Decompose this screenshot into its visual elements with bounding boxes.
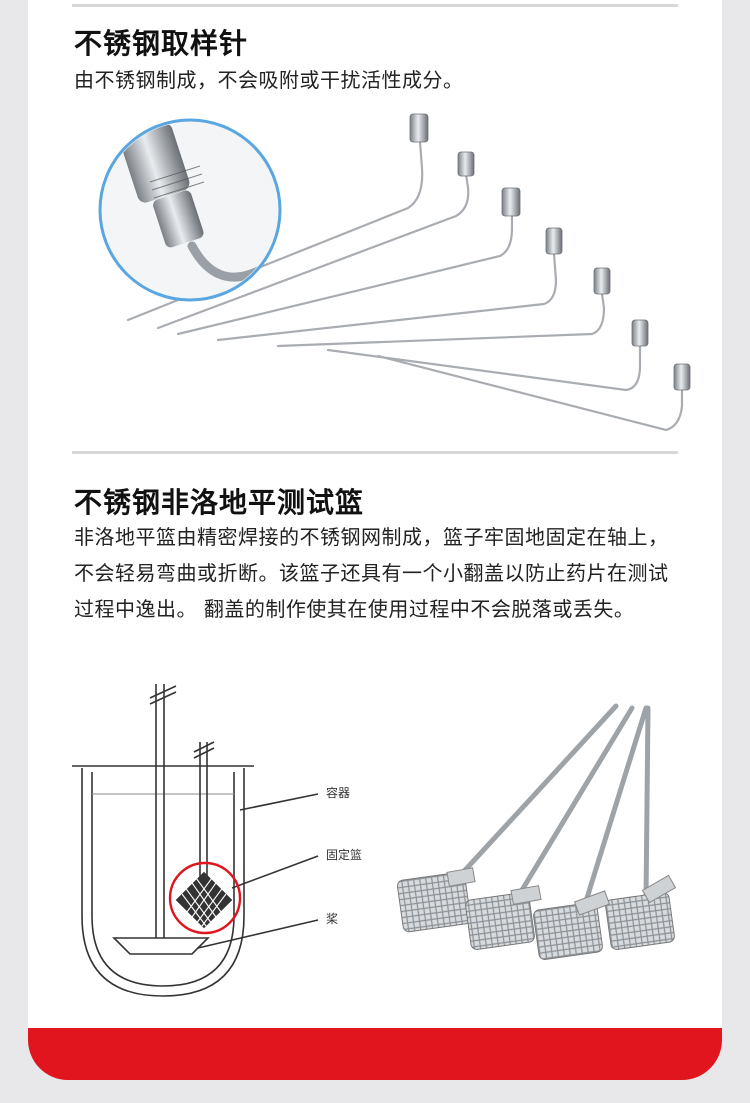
section-divider-top	[72, 4, 678, 7]
section1-title: 不锈钢取样针	[74, 27, 249, 60]
footer-red-band	[28, 1028, 722, 1080]
mesh-basket	[175, 871, 233, 929]
section1-description: 由不锈钢制成，不会吸附或干扰活性成分。	[74, 68, 464, 92]
needle-set	[126, 140, 684, 432]
label-container: 容器	[326, 785, 350, 800]
section2-description: 非洛地平篮由精密焊接的不锈钢网制成，篮子牢固地固定在轴上，不会轻易弯曲或折断。该…	[74, 525, 669, 621]
basket-shafts	[453, 703, 651, 917]
needle-hubs	[409, 113, 691, 391]
vessel-inner-wall	[91, 772, 235, 987]
mesh-baskets	[396, 871, 675, 960]
product-detail-card: 不锈钢取样针 由不锈钢制成，不会吸附或干扰活性成分。	[28, 0, 722, 1080]
leader-container	[239, 793, 319, 811]
basket-highlight-circle	[168, 861, 242, 935]
vessel-outer-wall	[81, 768, 245, 997]
label-basket: 固定篮	[326, 847, 362, 862]
test-baskets-image	[396, 703, 677, 960]
basket-flaps	[446, 867, 677, 916]
section2-title: 不锈钢非洛地平测试篮	[74, 486, 365, 519]
label-paddle: 桨	[326, 912, 338, 926]
magnifier-detail	[98, 118, 282, 302]
leader-basket	[231, 855, 319, 889]
apparatus-diagram: 容器 固定篮 桨	[72, 684, 362, 997]
section-divider-middle	[72, 451, 678, 454]
leader-paddle	[197, 919, 319, 949]
sampling-needles-image	[98, 113, 691, 432]
paddle-blade	[112, 937, 210, 955]
